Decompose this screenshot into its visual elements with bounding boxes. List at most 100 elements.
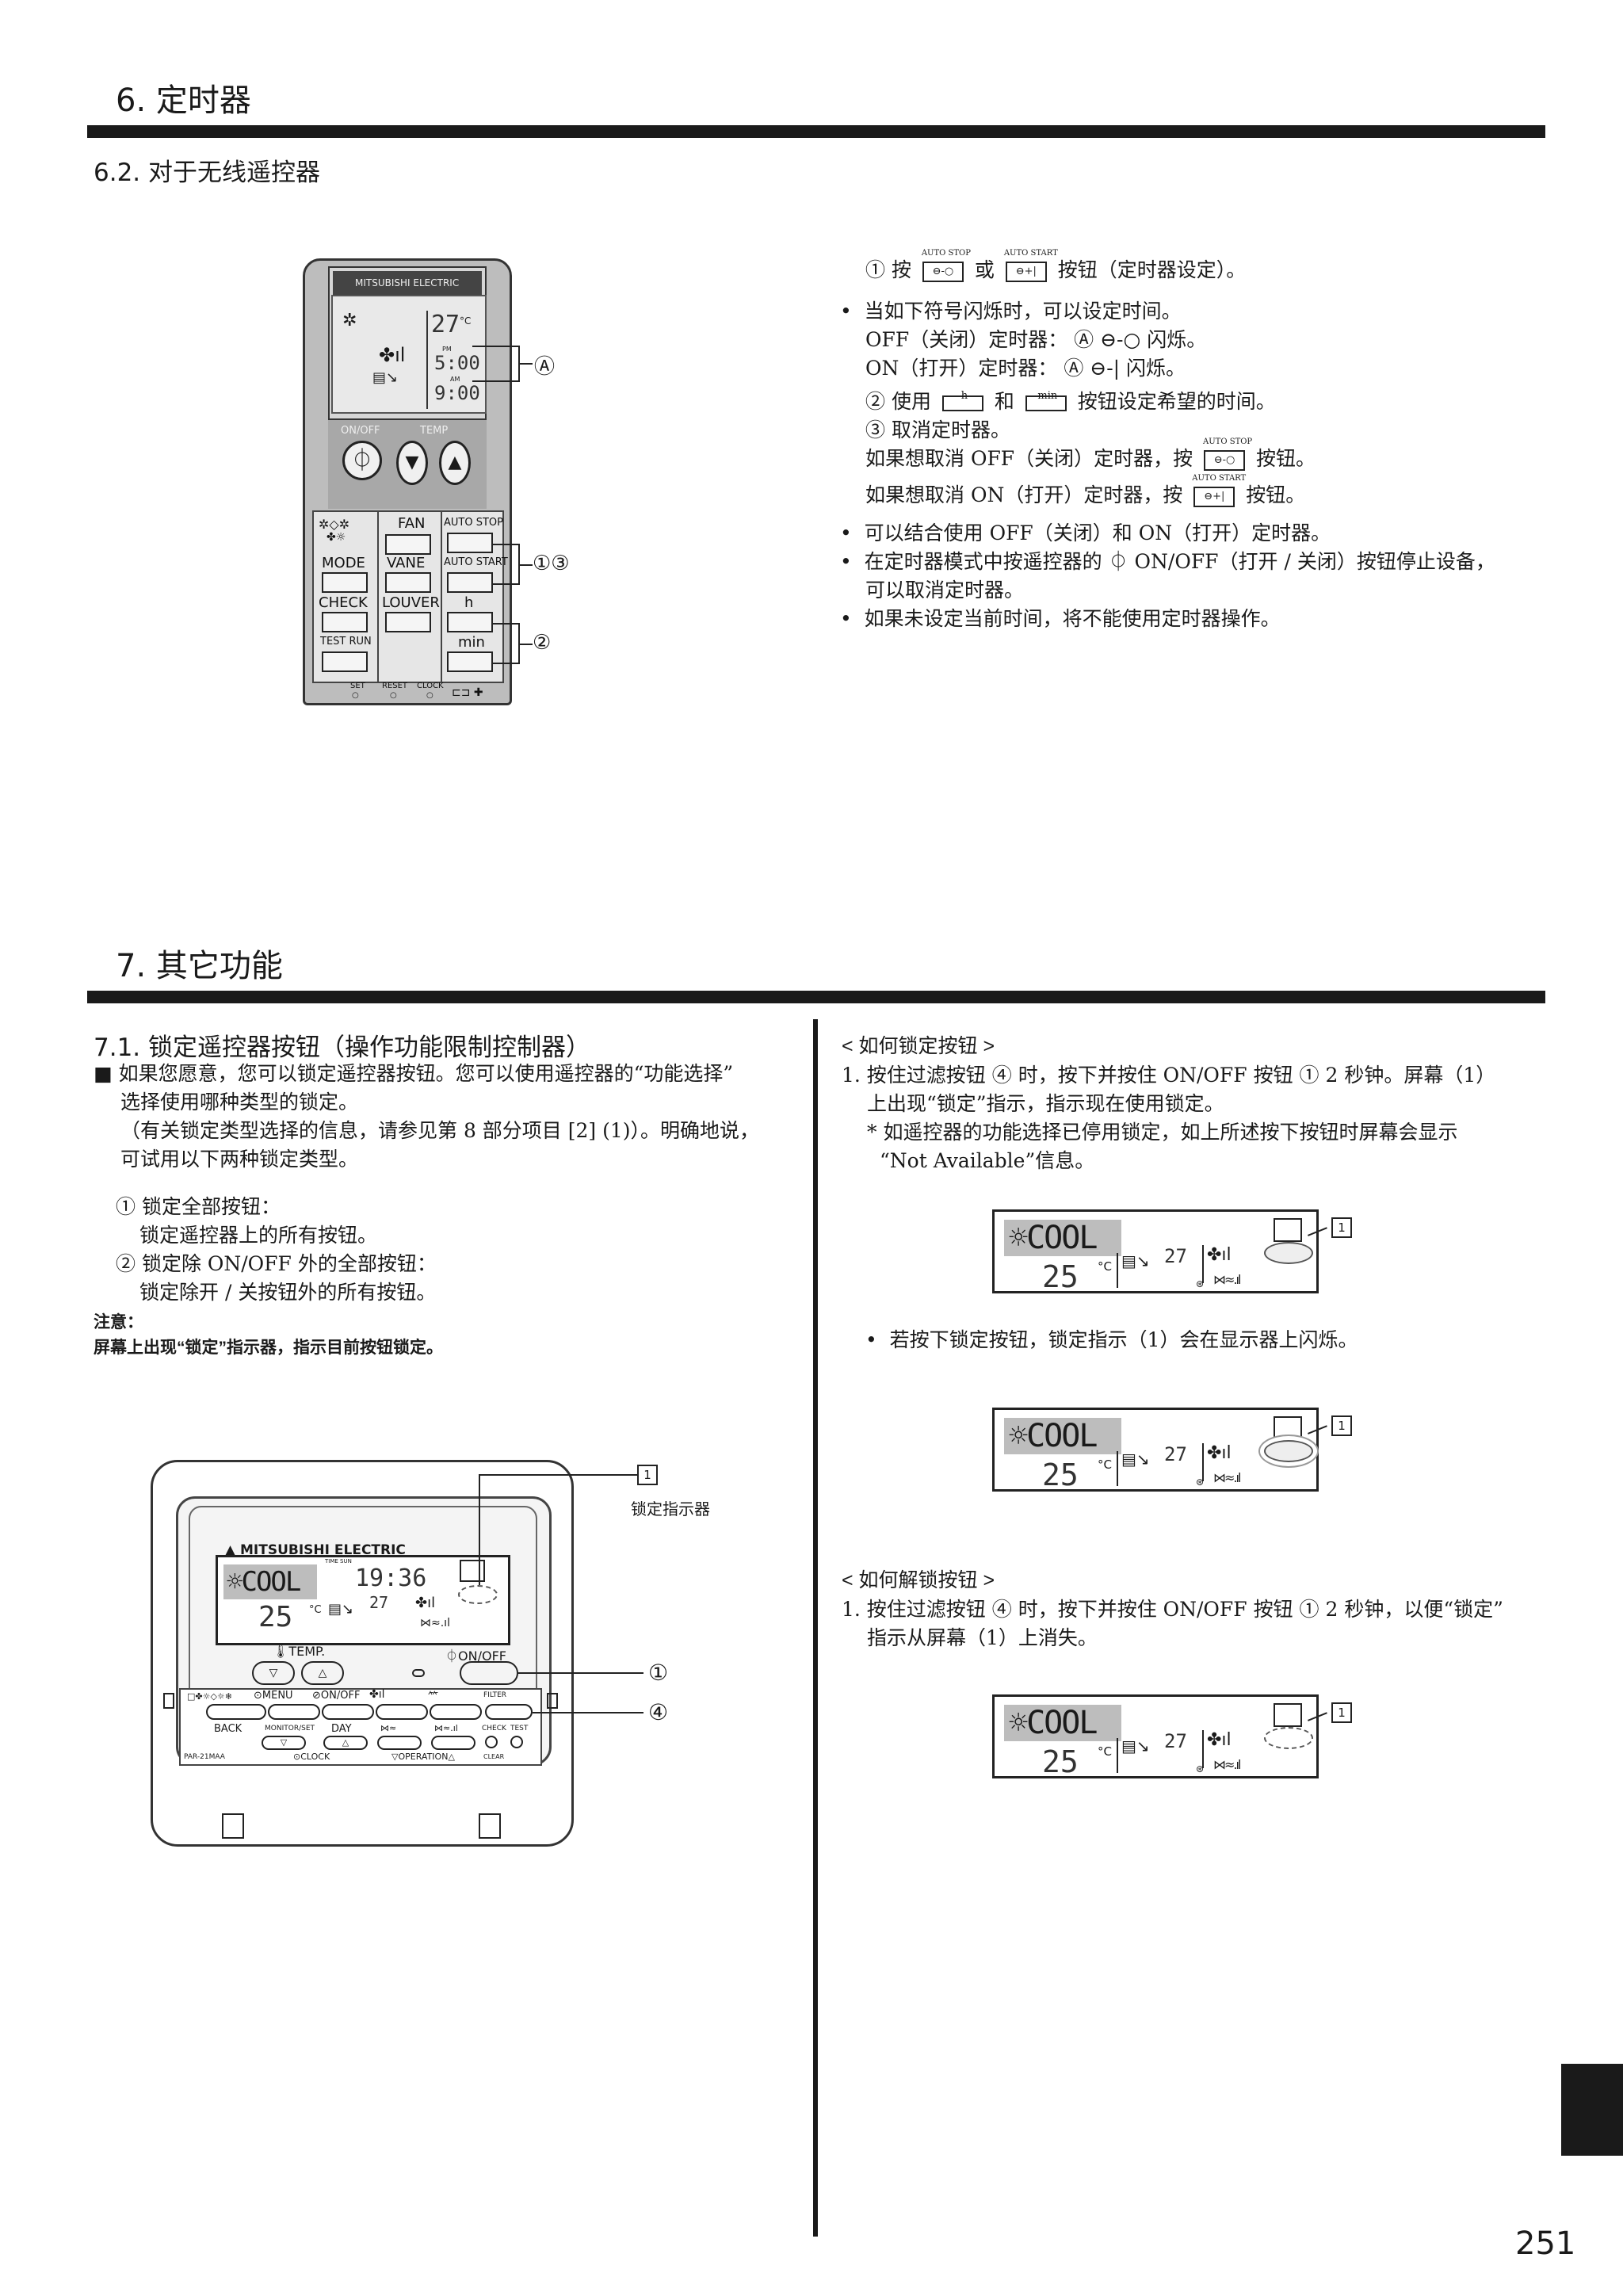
wired-temp-up-button[interactable]: △ — [301, 1661, 344, 1685]
s71-p1c: （有关锁定类型选择的信息，请参见第 8 部分项目 [2] (1)）。明确地说， — [120, 1119, 760, 1142]
wired-label-clock: ⊙CLOCK — [293, 1752, 330, 1762]
callout-13-label: ①③ — [533, 552, 570, 575]
wired-right-clip — [547, 1693, 558, 1709]
lcd3-vane-icon: ▤↘ — [1121, 1736, 1150, 1755]
wired-onoff-button[interactable] — [460, 1661, 518, 1685]
mode-button[interactable] — [322, 572, 368, 593]
wired-model: PAR-21MAA — [184, 1753, 225, 1761]
label-test-run: TEST RUN — [320, 636, 372, 648]
lcd2-divider — [1117, 1451, 1118, 1486]
wired-label-monitor: MONITOR/SET — [265, 1725, 315, 1733]
vane-button[interactable] — [385, 572, 431, 593]
s71-lock1-title: ① 锁定全部按钮： — [116, 1195, 281, 1218]
callout-2-line2 — [491, 663, 520, 664]
lock-callout-vline — [479, 1474, 480, 1585]
callout-a-label: Ⓐ — [534, 355, 556, 379]
wireless-remote-lcd — [331, 295, 487, 414]
wired-filter-button[interactable] — [485, 1704, 533, 1720]
lcd2-mode-text: COOL — [1026, 1418, 1098, 1454]
fan-button[interactable] — [385, 534, 431, 555]
label-auto-stop: AUTO STOP — [444, 517, 503, 529]
lock-blink-bullet-text: 若按下锁定按钮，锁定指示（1）会在显示器上闪烁。 — [889, 1328, 1358, 1351]
test-run-button[interactable] — [322, 651, 368, 672]
wired-operation-up-button[interactable] — [431, 1736, 475, 1750]
wired-mode-button[interactable] — [206, 1704, 266, 1720]
auto-stop-button[interactable] — [447, 533, 493, 553]
auto-start-button[interactable] — [447, 572, 493, 593]
h-key-icon: h — [941, 390, 983, 411]
check-button[interactable] — [322, 612, 368, 632]
unlock-how-title: < 如何解锁按钮 > — [842, 1569, 995, 1591]
clock-pin-icon[interactable]: ○ — [426, 691, 433, 700]
lcd3-fan-icon: ✤ıl — [1207, 1730, 1232, 1750]
label-reset: RESET — [382, 682, 408, 690]
wired-lcd-room-temp: 27 — [369, 1593, 389, 1612]
timer-bullet1: • 当如下符号闪烁时，可以设定时间。 — [840, 300, 1182, 323]
wired-mode-icons: □✤☼◇☼❄ — [187, 1691, 233, 1702]
auto-stop-key-caption: AUTO STOP — [921, 248, 971, 258]
wired-label-temp: 🌡TEMP. — [273, 1644, 326, 1659]
callout-2-line1 — [491, 623, 520, 625]
louver-button[interactable] — [385, 612, 431, 632]
wired-check-button[interactable] — [485, 1736, 498, 1748]
timer-bullet2-text: 可以结合使用 OFF（关闭）和 ON（打开）定时器。 — [864, 521, 1331, 544]
reset-pin-icon[interactable]: ○ — [390, 691, 397, 700]
onoff-button[interactable]: ⏀ — [342, 441, 382, 480]
wired-label-menu-text: MENU — [262, 1690, 293, 1702]
page-number: 251 — [1515, 2225, 1576, 2262]
lcd1-set-temp: 25 — [1042, 1259, 1079, 1294]
wired-lcd-time-label: TIME SUN — [325, 1558, 352, 1564]
unlock-how-l1: 1. 按住过滤按钮 ④ 时，按下并按住 ON/OFF 按钮 ① 2 秒钟，以便“… — [842, 1598, 1503, 1621]
lcd1-mode-text: COOL — [1026, 1220, 1098, 1256]
label-set: SET — [350, 682, 365, 690]
label-temp: TEMP — [420, 425, 449, 437]
mode-icons: ✲◇✲ — [319, 517, 350, 532]
temp-up-button[interactable]: ▲ — [439, 441, 471, 485]
lcd-display-1: ☼COOL 25 °C ▤↘ 27 ✤ıl ⋈≈.ıl ⊛ — [992, 1209, 1319, 1294]
label-clock: CLOCK — [417, 682, 444, 690]
s71-note-label: 注意： — [94, 1313, 143, 1331]
lcd-display-3: ☼COOL 25 °C ▤↘ 27 ✤ıl ⋈≈.ıl ⊛ — [992, 1694, 1319, 1779]
wired-label-filter: FILTER — [483, 1691, 507, 1699]
wired-left-clip — [163, 1693, 174, 1709]
auto-start-key-caption: AUTO START — [1003, 248, 1058, 258]
mode-icons-2: ✤☼ — [327, 531, 346, 544]
wired-label-onoff: ⏀ON/OFF — [445, 1648, 506, 1664]
callout-a-tick — [518, 363, 533, 365]
wired-fan-button[interactable] — [376, 1704, 428, 1720]
timer-cancel-off-post: 按钮。 — [1256, 447, 1316, 470]
wired-lcd-mode-text: COOL — [241, 1566, 301, 1598]
wired-label-operation: ▽OPERATION△ — [391, 1752, 455, 1762]
wireless-remote-brand: MITSUBISHI ELECTRIC — [333, 271, 482, 295]
column-divider — [813, 1019, 818, 2237]
fan-icon: ✤ıl — [379, 344, 406, 366]
lcd1-louver-icon: ⋈≈.ıl — [1213, 1272, 1241, 1287]
min-key-icon: min — [1025, 390, 1067, 411]
auto-stop-key-caption-2: AUTO STOP — [1203, 437, 1253, 446]
wired-timer-onoff-button[interactable] — [322, 1704, 374, 1720]
lcd1-divider — [1117, 1253, 1118, 1288]
wired-clock-down-button[interactable]: ▽ — [262, 1736, 306, 1750]
onoff-callout-line — [518, 1672, 643, 1674]
wired-clock-up-button[interactable]: △ — [323, 1736, 368, 1750]
wired-menu-button[interactable] — [268, 1704, 320, 1720]
wired-lcd-set-temp: 25 — [258, 1601, 293, 1633]
set-pin-icon[interactable]: ○ — [352, 691, 359, 700]
wired-label-day: DAY — [331, 1723, 352, 1735]
wired-vane-button[interactable] — [430, 1704, 482, 1720]
lock-callout-hline — [479, 1474, 637, 1476]
wired-remote-brand: ▲ MITSUBISHI ELECTRIC — [225, 1542, 406, 1558]
temp-down-button[interactable]: ▼ — [396, 441, 428, 485]
auto-start-key-icon: AUTO START⊖+| — [1004, 249, 1058, 282]
wired-temp-down-button[interactable]: ▽ — [252, 1661, 295, 1685]
min-button[interactable] — [447, 651, 493, 672]
wired-test-button[interactable] — [510, 1736, 523, 1748]
wired-remote-lower-panel — [179, 1688, 542, 1766]
lock-blink-bullet: • 若按下锁定按钮，锁定指示（1）会在显示器上闪烁。 — [865, 1328, 1358, 1351]
wired-operation-down-button[interactable] — [377, 1736, 422, 1750]
wired-lcd-lock-indicator — [458, 1585, 498, 1604]
h-button[interactable] — [447, 612, 493, 632]
label-vane: VANE — [387, 555, 426, 571]
s71-p1a: ■ 如果您愿意，您可以锁定遥控器按钮。您可以使用遥控器的“功能选择” — [94, 1062, 734, 1085]
lcd3-room-temp: 27 — [1164, 1730, 1187, 1752]
